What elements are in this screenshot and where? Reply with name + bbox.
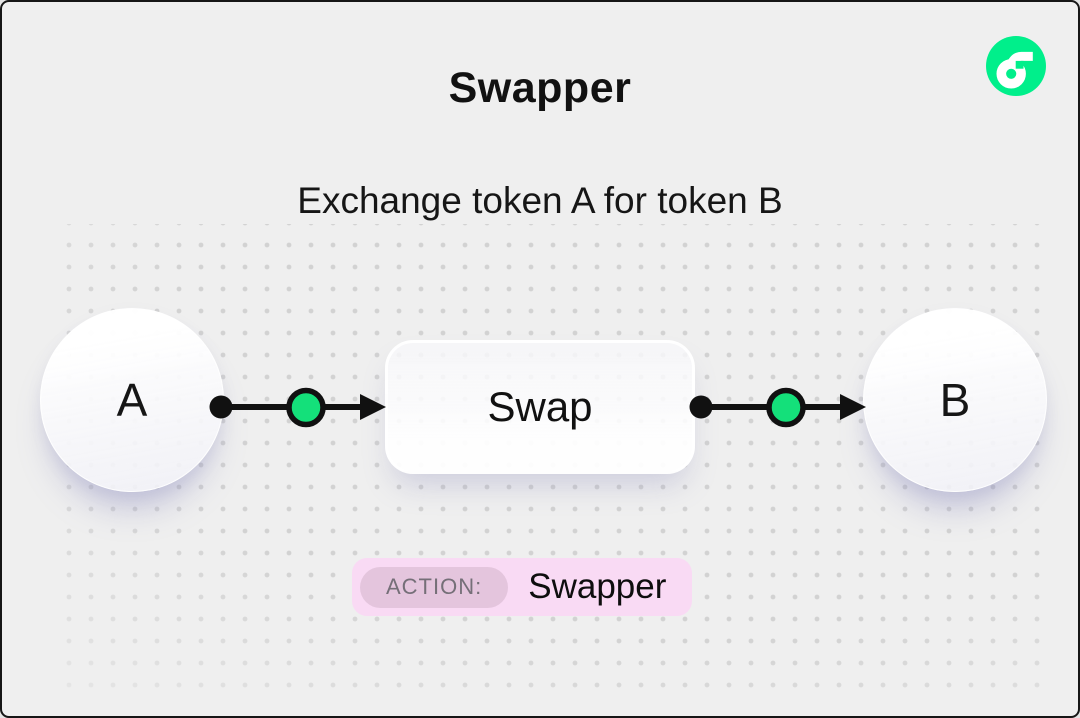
page-title: Swapper — [448, 64, 632, 112]
token-b-node: B — [863, 308, 1047, 492]
connector-green-dot — [286, 387, 326, 428]
action-badge-label: ACTION: — [360, 566, 509, 608]
token-a-label: A — [116, 374, 148, 426]
flow-logo-icon — [986, 36, 1046, 96]
connector-green-dot — [766, 387, 806, 428]
action-badge-value: Swapper — [528, 567, 667, 606]
arrowhead-icon — [840, 394, 866, 420]
connector-start-dot — [689, 395, 713, 419]
connector-start-dot — [209, 395, 233, 419]
action-badge: ACTION: Swapper — [352, 558, 693, 616]
connector-arrow-left — [209, 387, 386, 428]
token-a-node: A — [40, 308, 224, 492]
page-subtitle: Exchange token A for token B — [297, 180, 783, 221]
swap-action-box: Swap — [385, 340, 695, 474]
swap-box-label: Swap — [487, 383, 593, 430]
arrowhead-icon — [360, 394, 386, 420]
connector-arrow-right — [689, 387, 866, 428]
token-b-label: B — [939, 374, 971, 426]
